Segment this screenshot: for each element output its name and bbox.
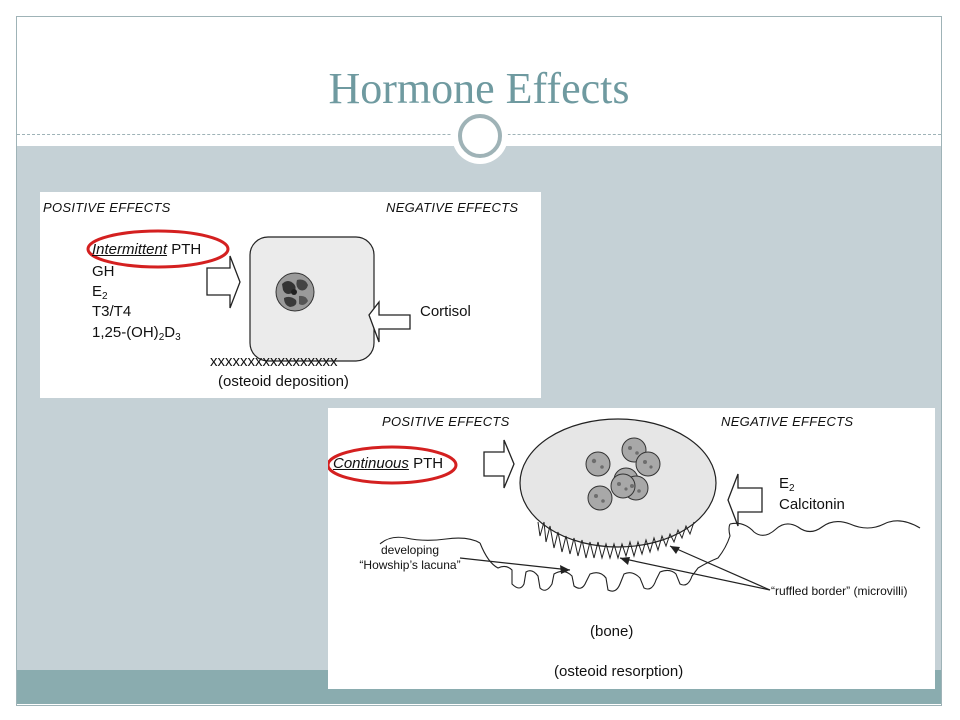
ruffled-border-pointer-1 <box>619 557 771 591</box>
negative-effects-header: NEGATIVE EFFECTS <box>386 200 519 215</box>
howship-lacuna-outline <box>479 523 731 592</box>
deposition-caption: (osteoid deposition) <box>218 373 349 390</box>
bone-surface-left <box>379 536 481 545</box>
pth-name: PTH <box>413 455 444 472</box>
highlight-circle-intermittent <box>86 229 230 269</box>
negative-effect-arrow <box>368 300 411 343</box>
t3-t4-label: T3/T4 <box>92 303 132 320</box>
estradiol-sub: 2 <box>102 291 108 302</box>
negative-effect-arrow <box>727 473 763 527</box>
vitd-sub1: 2 <box>158 332 165 343</box>
vitd-part1: 1,25-(OH) <box>92 324 159 341</box>
estradiol-base: E <box>779 475 790 492</box>
calcitonin-label: Calcitonin <box>779 496 845 513</box>
osteoblast-nucleus <box>275 272 315 312</box>
vitd-sub2: 3 <box>175 332 181 343</box>
bone-surface-right <box>729 520 921 536</box>
estradiol-label: E2 <box>779 475 795 494</box>
slide-title: Hormone Effects <box>328 64 630 113</box>
bone-label: (bone) <box>590 623 634 640</box>
resorption-caption: (osteoid resorption) <box>554 663 684 680</box>
lacuna-pointer <box>459 557 571 571</box>
ruffled-border-microvilli <box>537 521 695 560</box>
osteoid-deposition-panel: POSITIVE EFFECTS NEGATIVE EFFECTS Interm… <box>40 192 541 398</box>
osteoid-marks: xxxxxxxxxxxxxxxxx <box>210 353 338 370</box>
vitamin-d-label: 1,25-(OH)2D3 <box>92 324 181 343</box>
osteoblast-diagram <box>86 229 411 362</box>
intermittent-pth-label: Intermittent PTH <box>92 242 201 257</box>
osteoclast-nuclei <box>585 437 661 511</box>
lacuna-label-line1: developing <box>380 543 440 557</box>
positive-effects-header: POSITIVE EFFECTS <box>43 200 171 215</box>
pth-name: PTH <box>171 241 202 258</box>
osteoid-resorption-panel: POSITIVE EFFECTS NEGATIVE EFFECTS Contin… <box>328 408 935 689</box>
highlight-circle-continuous <box>328 445 458 485</box>
cortisol-label: Cortisol <box>420 303 471 320</box>
continuous-pth-label: Continuous PTH <box>333 456 443 471</box>
continuous-qualifier: Continuous <box>333 455 409 472</box>
positive-effects-header: POSITIVE EFFECTS <box>382 414 510 429</box>
ruffled-border-label: “ruffled border” (microvilli) <box>771 584 908 598</box>
ring-ornament-icon <box>452 108 508 164</box>
osteoclast-diagram <box>328 418 921 592</box>
negative-effects-header: NEGATIVE EFFECTS <box>721 414 854 429</box>
lacuna-label-line2: “Howship’s lacuna” <box>359 558 461 572</box>
estradiol-sub: 2 <box>789 483 795 494</box>
vitd-part2: D <box>164 324 176 341</box>
estradiol-base: E <box>92 283 103 300</box>
estradiol-label: E2 <box>92 283 108 302</box>
positive-effect-arrow <box>483 439 515 489</box>
gh-label: GH <box>92 263 115 280</box>
intermittent-qualifier: Intermittent <box>92 241 168 258</box>
positive-effect-arrow <box>206 255 241 309</box>
ruffled-border-pointer-2 <box>669 545 771 591</box>
